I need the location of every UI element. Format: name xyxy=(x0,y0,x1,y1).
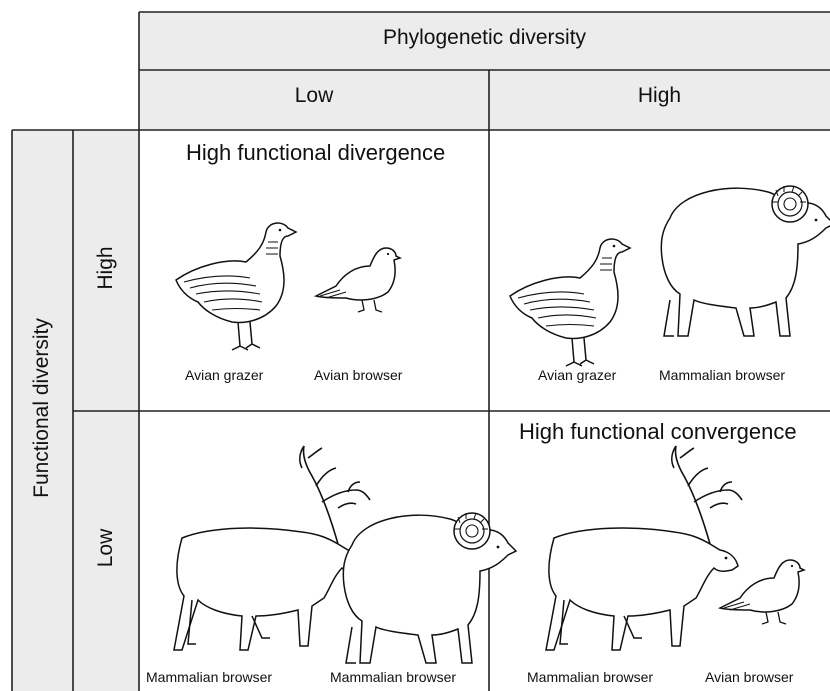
bighorn-sheep-illustration xyxy=(343,513,516,663)
bighorn-sheep-illustration xyxy=(661,186,830,336)
goose-illustration xyxy=(510,239,630,366)
ptarmigan-illustration xyxy=(316,248,400,312)
caribou-illustration xyxy=(174,446,370,650)
caribou-illustration xyxy=(546,446,742,650)
goose-illustration xyxy=(176,223,296,350)
